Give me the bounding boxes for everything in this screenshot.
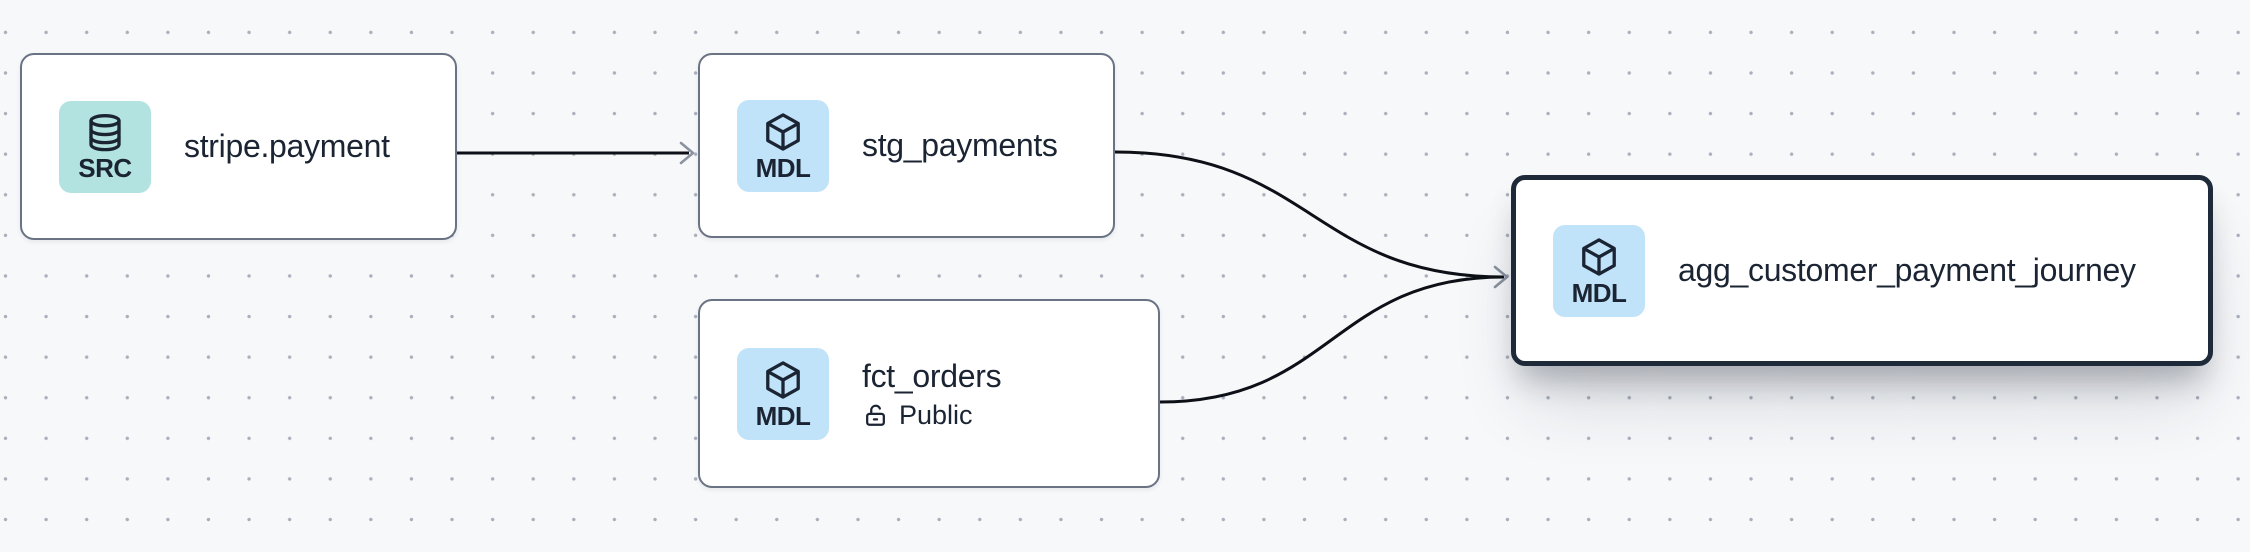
cube-icon: [1582, 238, 1616, 276]
badge-label: MDL: [1571, 278, 1627, 308]
node-title: stripe.payment: [184, 128, 390, 165]
model-badge: MDL: [737, 99, 829, 192]
node-title: fct_orders: [862, 357, 1002, 394]
cube-icon: [766, 113, 800, 151]
arrowhead-icon: [679, 141, 695, 165]
badge-label: MDL: [755, 401, 811, 431]
model-badge: MDL: [737, 347, 829, 440]
edge-fct-orders-to-agg: [1159, 275, 1505, 404]
node-fct-orders[interactable]: MDL fct_orders Public: [698, 299, 1160, 488]
database-icon: [89, 114, 121, 152]
node-stg-payments[interactable]: MDL stg_payments: [698, 53, 1115, 238]
node-agg-customer-payment-journey[interactable]: MDL agg_customer_payment_journey: [1511, 175, 2213, 366]
cube-icon: [766, 361, 800, 399]
model-badge: MDL: [1553, 224, 1645, 317]
access-label: Public: [899, 400, 973, 431]
edge-stg-payments-to-agg: [1114, 150, 1505, 279]
node-title: agg_customer_payment_journey: [1678, 252, 2136, 289]
lock-open-icon: [866, 405, 885, 427]
badge-label: MDL: [755, 153, 811, 183]
node-stripe-payment[interactable]: SRC stripe.payment: [20, 53, 457, 240]
arrowhead-icon: [1493, 265, 1509, 289]
node-title: stg_payments: [862, 127, 1058, 164]
source-badge: SRC: [59, 100, 151, 193]
badge-label: SRC: [78, 153, 132, 183]
access-row: Public: [862, 402, 1001, 429]
